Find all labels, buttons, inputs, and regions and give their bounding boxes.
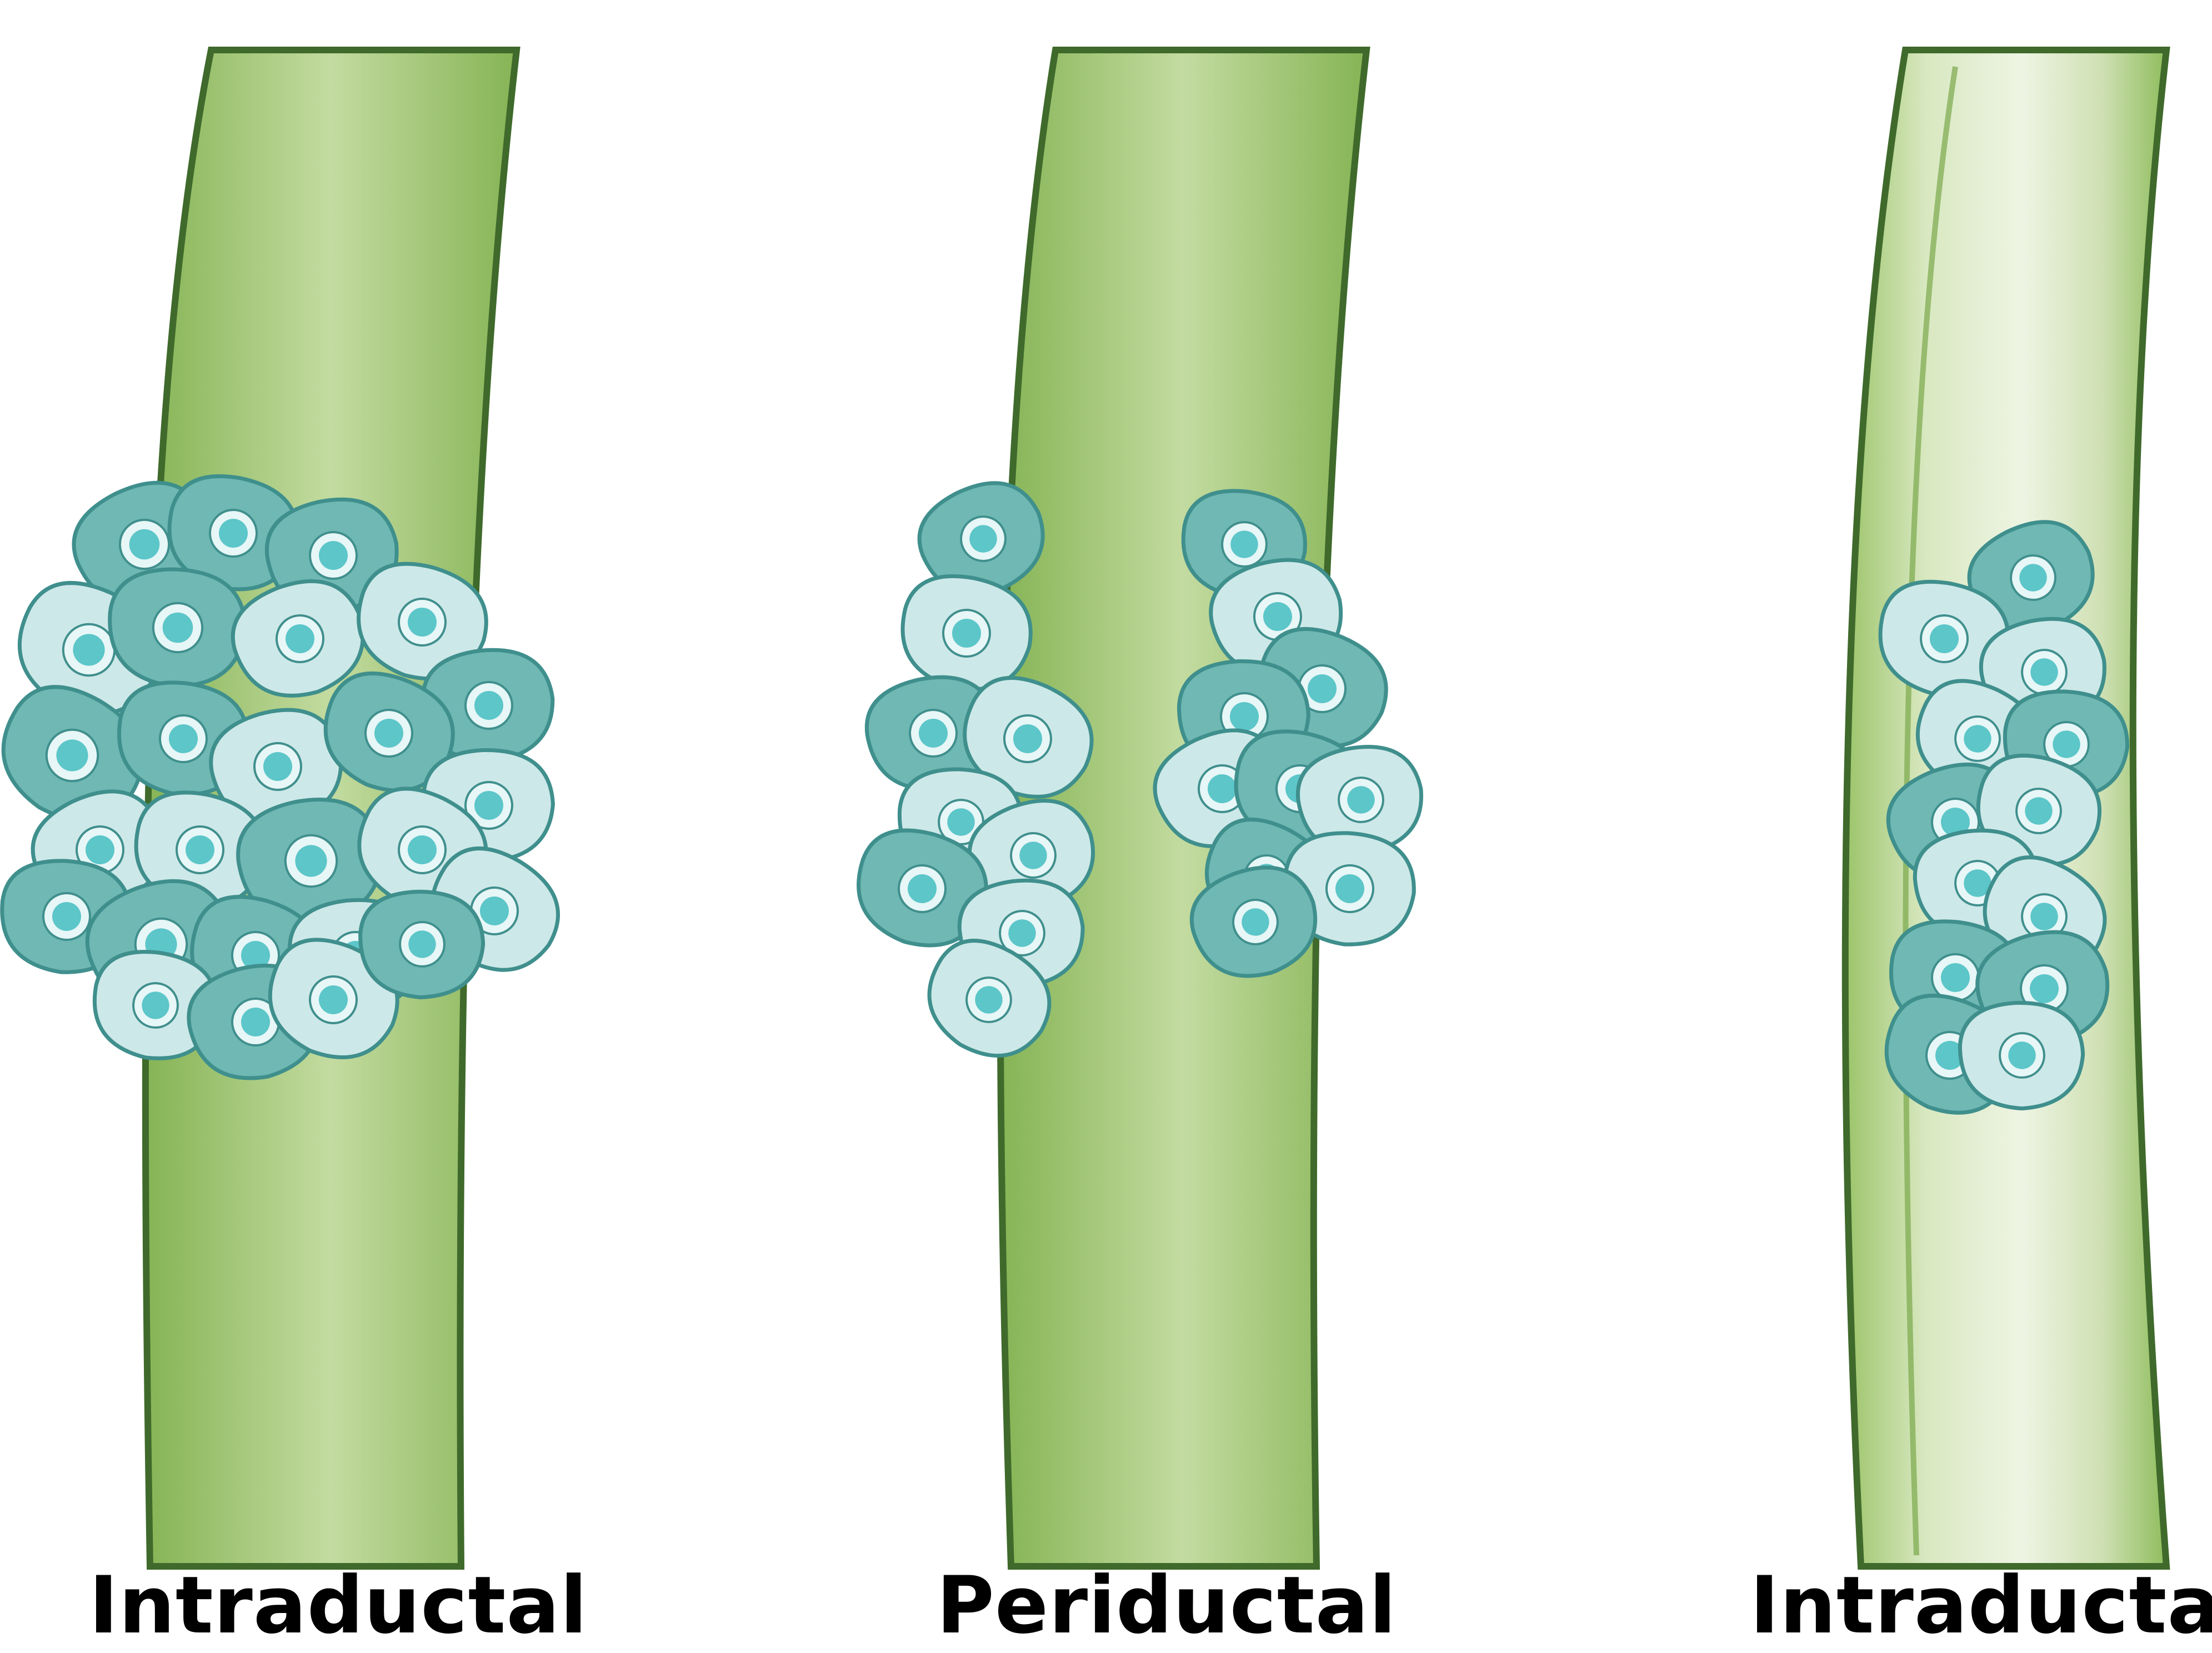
panel-3-label: Intraductal	[1750, 1558, 2212, 1653]
panel-2-duct-diagram	[848, 50, 1434, 1566]
panel-3-duct-diagram	[1845, 50, 2166, 1566]
panel-2-label: Periductal	[922, 1558, 1411, 1653]
panel-1-label: Intraductal	[89, 1558, 567, 1653]
panel-1-duct-diagram	[0, 50, 577, 1566]
cell-cluster-1	[0, 460, 577, 1095]
epithelial-cell	[108, 567, 247, 689]
